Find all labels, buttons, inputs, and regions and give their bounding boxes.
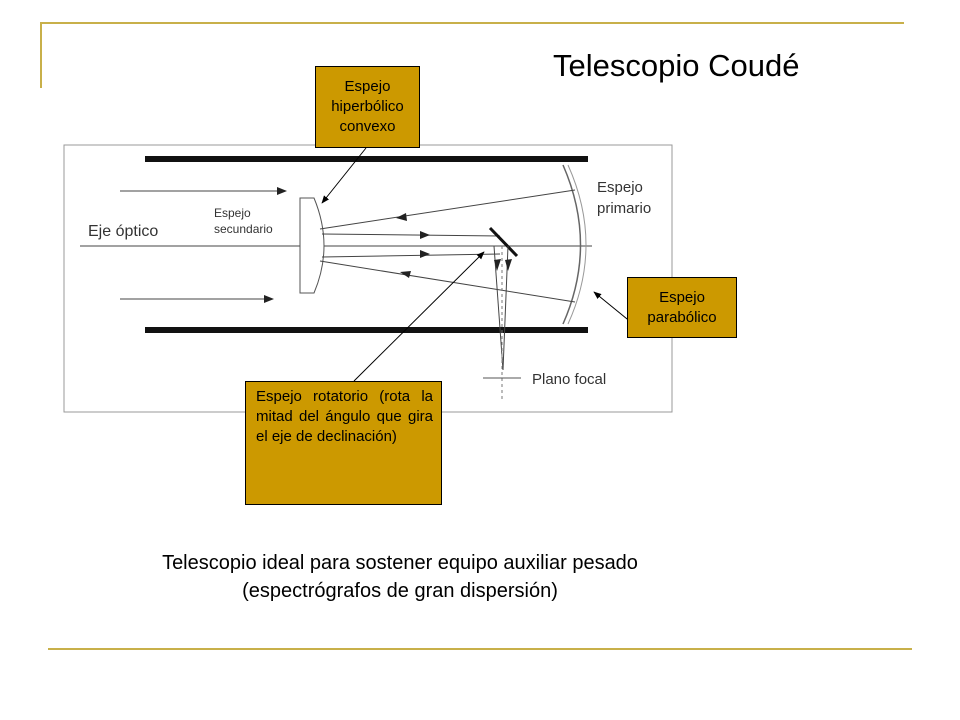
secondary-ray-upper — [321, 233, 501, 237]
incoming-ray-bottom-head — [264, 295, 274, 303]
tube-wall-bottom — [145, 327, 588, 333]
callout-hyperbolic-text: Espejo hiperbólico convexo — [331, 78, 404, 135]
incoming-ray-top-head — [277, 187, 287, 195]
secondary-ray-lower — [321, 253, 501, 258]
caption-line-2: (espectrógrafos de gran dispersión) — [242, 580, 558, 602]
slide-title: Telescopio Coudé — [553, 48, 800, 83]
parabolic-leader — [593, 291, 633, 324]
rotating-leader — [353, 251, 485, 382]
primary-label-line1: Espejo — [597, 179, 643, 196]
top-rule — [40, 22, 904, 24]
reflected-ray-upper — [319, 189, 576, 230]
reflected-ray-lower-head — [400, 271, 411, 278]
primary-label-line2: primario — [597, 200, 651, 217]
callout-rotating-text: Espejo rotatorio (rota la mitad del ángu… — [256, 388, 433, 445]
secondary-label-line1: Espejo — [214, 206, 251, 220]
tube-wall-top — [145, 156, 588, 162]
primary-mirror-back — [567, 164, 587, 325]
callout-parabolic-text: Espejo parabólico — [647, 288, 717, 326]
secondary-label-line2: secundario — [214, 222, 273, 236]
slide-caption: Telescopio ideal para sostener equipo au… — [60, 549, 740, 605]
focal-plane-label: Plano focal — [532, 371, 606, 388]
reflected-ray-lower — [319, 260, 576, 303]
caption-line-1: Telescopio ideal para sostener equipo au… — [162, 552, 638, 574]
focal-ray-right-head — [505, 259, 512, 271]
left-rule — [40, 22, 42, 88]
callout-rotating-mirror: Espejo rotatorio (rota la mitad del ángu… — [245, 381, 442, 505]
optical-axis-label: Eje óptico — [88, 223, 158, 240]
focal-ray-left-head — [494, 259, 501, 271]
secondary-mirror — [299, 197, 325, 294]
hyperbolic-leader — [321, 147, 367, 204]
reflected-ray-upper-head — [396, 213, 407, 221]
callout-parabolic-mirror: Espejo parabólico — [627, 277, 737, 338]
callout-hyperbolic-mirror: Espejo hiperbólico convexo — [315, 66, 420, 148]
rotating-diagonal-mirror — [488, 226, 519, 258]
primary-mirror — [562, 164, 582, 325]
secondary-ray-upper-head — [420, 231, 430, 239]
secondary-ray-lower-head — [420, 250, 430, 258]
bottom-rule — [48, 648, 912, 650]
